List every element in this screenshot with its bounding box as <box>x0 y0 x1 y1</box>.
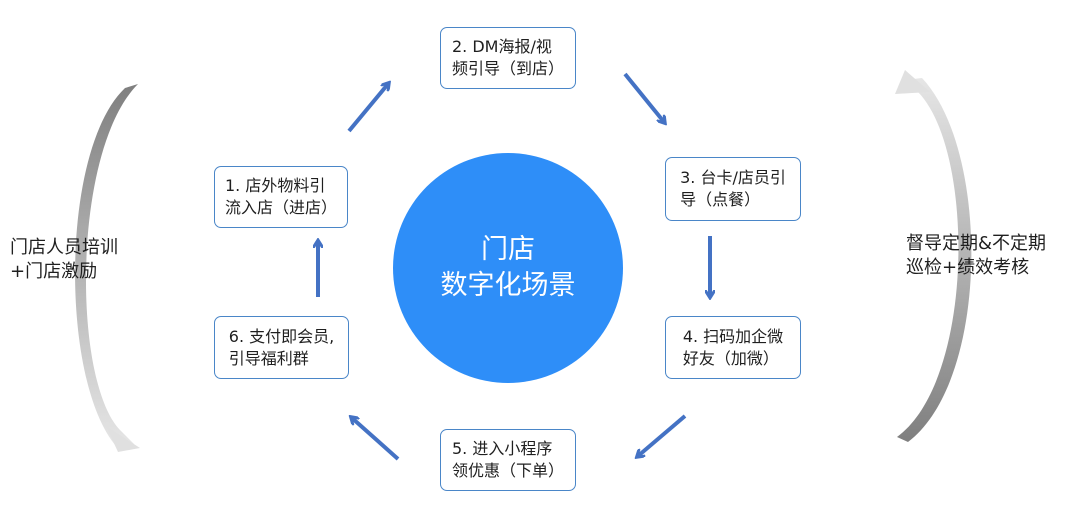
flow-arrow-1-to-2 <box>347 84 388 133</box>
step-2-line2: 频引导（到店） <box>451 59 564 78</box>
flow-arrow-2-to-3 <box>623 72 664 122</box>
right-curve-arrow <box>897 78 972 442</box>
step-3-line1: 3. 台卡/店员引 <box>680 168 786 187</box>
step-3-line2: 导（点餐） <box>680 190 761 209</box>
step-2-line1: 2. DM海报/视 <box>451 37 552 56</box>
left-note: 门店人员培训 +门店激励 <box>10 236 118 284</box>
right-note: 督导定期&不定期 巡检+绩效考核 <box>906 232 1046 280</box>
flow-arrow-4-to-5 <box>638 414 687 456</box>
right-curve-arrow-head <box>895 70 930 94</box>
left-note-line2: +门店激励 <box>10 261 98 282</box>
left-curve-arrow <box>75 84 138 446</box>
right-note-line1: 督导定期&不定期 <box>906 233 1047 254</box>
left-curve-arrow-head <box>106 426 140 452</box>
step-5-line2: 领优惠（下单） <box>451 461 564 480</box>
center-title-line1: 门店 <box>481 234 535 265</box>
step-6-line2: 引导福利群 <box>228 348 309 368</box>
center-title-line2: 数字化场景 <box>440 270 576 301</box>
step-5-box: 5. 进入小程序 领优惠（下单） <box>440 429 576 491</box>
right-note-line2: 巡检+绩效考核 <box>906 257 1030 278</box>
flow-arrow-5-to-6 <box>352 418 400 461</box>
center-circle: 门店 数字化场景 <box>393 153 623 383</box>
step-6-line1: 6. 支付即会员, <box>228 326 335 346</box>
left-note-line1: 门店人员培训 <box>10 237 118 258</box>
step-4-box: 4. 扫码加企微 好友（加微） <box>665 316 801 379</box>
step-4-line2: 好友（加微） <box>682 348 779 368</box>
step-4-line1: 4. 扫码加企微 <box>682 326 784 346</box>
step-1-box: 1. 店外物料引 流入店（进店） <box>214 166 348 228</box>
step-1-line1: 1. 店外物料引 <box>225 176 326 195</box>
step-5-line1: 5. 进入小程序 <box>451 439 553 458</box>
step-2-box: 2. DM海报/视 频引导（到店） <box>440 27 576 89</box>
step-1-line2: 流入店（进店） <box>225 198 338 217</box>
step-6-box: 6. 支付即会员, 引导福利群 <box>214 316 349 379</box>
step-3-box: 3. 台卡/店员引 导（点餐） <box>665 157 801 221</box>
